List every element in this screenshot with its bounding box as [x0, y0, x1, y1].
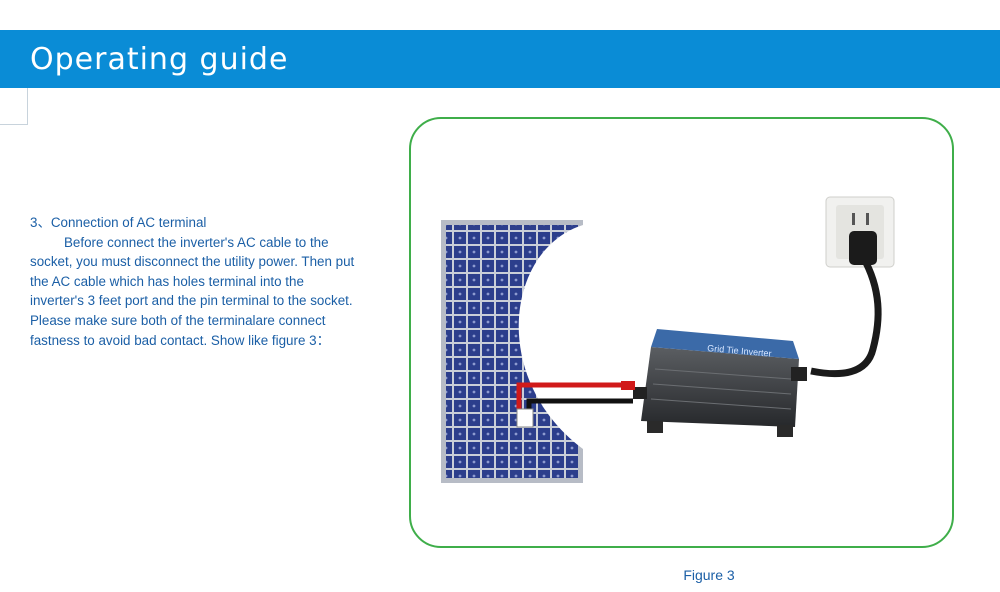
ac-cable-image	[810, 231, 882, 378]
dc-negative-cable	[526, 398, 633, 411]
figure-frame: Grid Tie Inverter	[409, 117, 954, 548]
corner-marker	[0, 88, 28, 125]
inverter-image: Grid Tie Inverter	[633, 329, 807, 437]
section-heading: 3、Connection of AC terminal	[30, 215, 207, 230]
header-bar: Operating guide	[0, 30, 1000, 88]
figure-caption: Figure 3	[683, 567, 735, 583]
section-paragraph: Before connect the inverter's AC cable t…	[30, 234, 355, 348]
connection-diagram: Grid Tie Inverter	[441, 196, 895, 483]
dc-cables-image	[516, 381, 635, 428]
page-title: Operating guide	[30, 42, 289, 77]
dc-positive-cable	[516, 382, 626, 411]
panel-cutout	[518, 225, 583, 449]
instruction-block: 3、Connection of AC terminal Before conne…	[30, 213, 360, 350]
